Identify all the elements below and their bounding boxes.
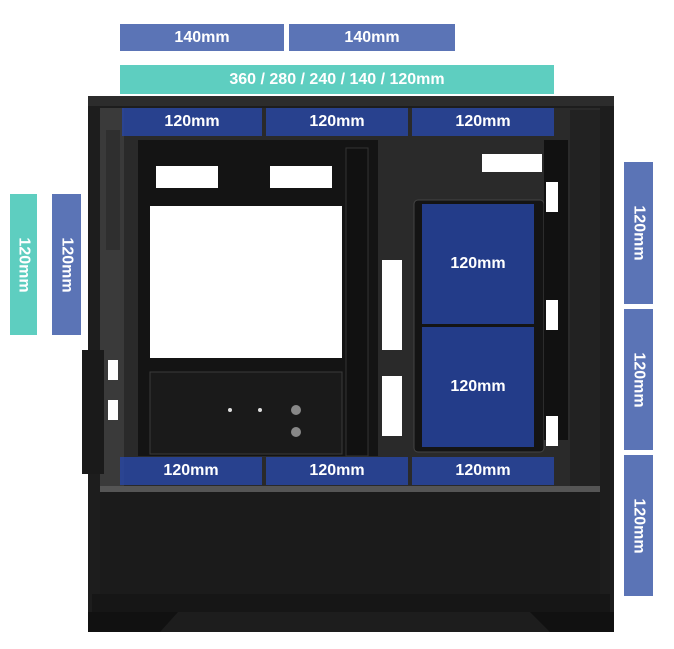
front-fan-label-2: 120mm — [624, 309, 653, 450]
standoff-1 — [291, 405, 301, 415]
front-fan-label-1-text: 120mm — [630, 205, 648, 261]
motherboard-cutout — [150, 206, 342, 358]
tray-opening-left — [156, 166, 218, 188]
front-tab-3 — [546, 416, 558, 446]
cable-slot-2 — [382, 376, 402, 436]
side-fan-2: 120mm — [422, 327, 534, 447]
front-top-opening — [482, 154, 542, 172]
rear-radiator-label: 120mm — [10, 194, 37, 335]
top-fan-1: 120mm — [122, 108, 262, 136]
psu-shroud-top-edge — [100, 486, 600, 492]
bottom-fan-1: 120mm — [120, 457, 262, 485]
case-foot-left — [88, 612, 178, 632]
front-tab-2 — [546, 300, 558, 330]
front-right-frame — [570, 110, 600, 486]
case-foot-right — [530, 612, 614, 632]
front-fan-label-3: 120mm — [624, 455, 653, 596]
front-fan-label-2-text: 120mm — [630, 351, 648, 408]
lower-tray-panel — [149, 371, 343, 455]
top-fan-2: 120mm — [266, 108, 408, 136]
cable-column — [345, 147, 369, 457]
psu-shroud — [100, 490, 600, 594]
radiator-sizes-label: 360 / 280 / 240 / 140 / 120mm — [120, 65, 554, 94]
side-fan-1: 120mm — [422, 204, 534, 324]
cable-slot-1 — [382, 260, 402, 350]
rear-io-area — [106, 130, 120, 250]
rear-slot-white-1 — [108, 360, 118, 380]
case-top-cap — [88, 96, 614, 106]
standoff-2 — [291, 427, 301, 437]
rear-slot-white-2 — [108, 400, 118, 420]
top-140mm-right-label: 140mm — [289, 24, 455, 51]
front-tab-1 — [546, 182, 558, 212]
standoff-4 — [258, 408, 262, 412]
case-base — [92, 594, 610, 612]
rear-slot-bracket — [82, 350, 104, 474]
front-fan-label-1: 120mm — [624, 162, 653, 304]
rear-fan-label-text: 120mm — [58, 236, 76, 293]
standoff-3 — [228, 408, 232, 412]
bottom-fan-2: 120mm — [266, 457, 408, 485]
front-fan-label-3-text: 120mm — [630, 497, 648, 554]
top-fan-3: 120mm — [412, 108, 554, 136]
rear-radiator-label-text: 120mm — [15, 236, 33, 293]
tray-opening-right — [270, 166, 332, 188]
top-140mm-left-label: 140mm — [120, 24, 284, 51]
bottom-fan-3: 120mm — [412, 457, 554, 485]
rear-fan-label: 120mm — [52, 194, 81, 335]
